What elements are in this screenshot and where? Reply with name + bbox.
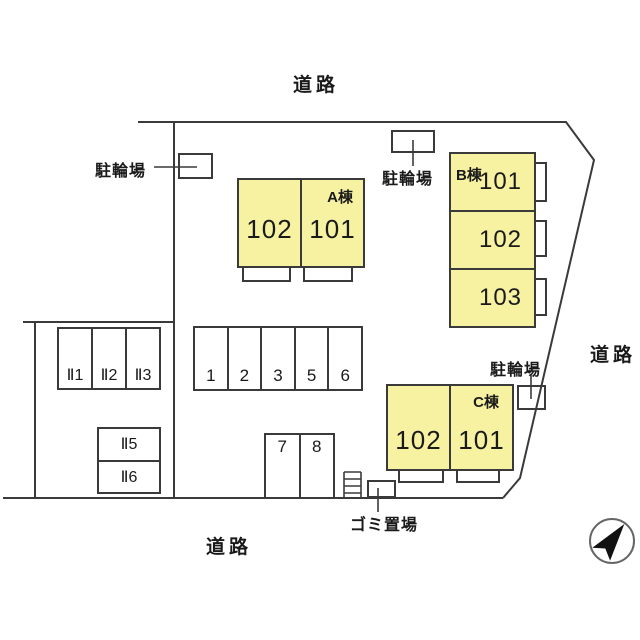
bicycle-parking-left-label: 駐輪場: [95, 163, 147, 180]
bicycle-parking-top-label: 駐輪場: [382, 171, 434, 188]
north-arrow-icon: [592, 524, 625, 561]
balcony: [242, 266, 291, 282]
parking-space: 7: [277, 437, 287, 456]
stairs-icon: [343, 471, 362, 498]
building-c: 102 101 C棟: [386, 384, 514, 471]
bicycle-parking-left-rect: [178, 153, 213, 179]
unit-number: 103: [478, 284, 523, 311]
unit-number: 102: [478, 226, 523, 253]
parking-space: Ⅱ2: [91, 329, 125, 388]
building-b-name: B棟: [456, 167, 482, 184]
unit-cell-c-102: 102: [388, 386, 449, 469]
parking-row-ii: Ⅱ1 Ⅱ2 Ⅱ3: [57, 327, 161, 390]
parking-space: Ⅱ1: [66, 367, 84, 384]
building-a-name: A棟: [327, 189, 353, 206]
compass-circle: [589, 518, 635, 564]
road-label-bottom: 道路: [206, 537, 253, 558]
parking-pair: 7 8: [264, 433, 335, 499]
parking-space: 3: [260, 328, 294, 389]
unit-number: 102: [246, 213, 293, 244]
unit-number: 101: [309, 213, 356, 244]
unit-cell-b-103: 103: [451, 268, 534, 326]
garbage-area-label: ゴミ置場: [350, 517, 419, 534]
parking-space: 2: [226, 328, 261, 389]
parking-space: 1: [206, 366, 216, 385]
parking-space: 5: [293, 328, 328, 389]
bicycle-parking-right-rect: [517, 385, 546, 410]
building-a: 102 101 A棟: [237, 178, 365, 268]
unit-cell-a-102: 102: [239, 180, 300, 266]
parking-row-main: 1 2 3 5 6: [193, 326, 363, 391]
parking-space: Ⅱ3: [125, 329, 159, 388]
north-compass: [589, 518, 635, 564]
parking-space: 8: [298, 435, 334, 497]
balcony: [303, 266, 353, 282]
parking-space: Ⅱ5: [120, 436, 138, 454]
unit-cell-b-102: 102: [451, 210, 534, 268]
road-label-right: 道路: [590, 345, 637, 366]
parking-space: Ⅱ6: [99, 459, 159, 493]
building-c-name: C棟: [473, 394, 499, 411]
garbage-area-rect: [367, 480, 396, 498]
parking-stack-ii: Ⅱ5 Ⅱ6: [97, 427, 161, 494]
building-b: 101 102 103 B棟: [449, 152, 536, 328]
road-label-top: 道路: [293, 75, 340, 96]
parking-space: 6: [327, 328, 361, 389]
bicycle-parking-right-label: 駐輪場: [490, 362, 542, 379]
bicycle-parking-top-rect: [391, 130, 435, 153]
unit-number: 102: [395, 425, 442, 455]
